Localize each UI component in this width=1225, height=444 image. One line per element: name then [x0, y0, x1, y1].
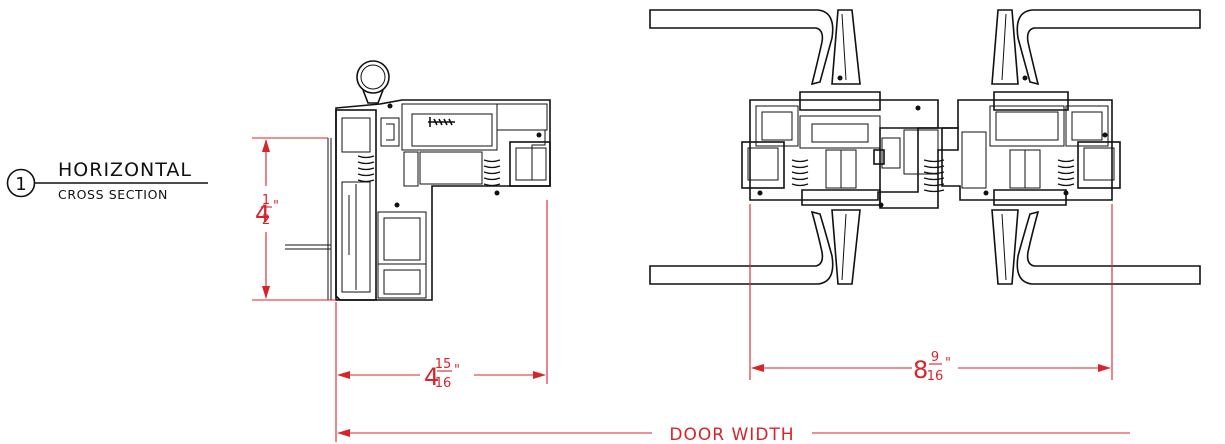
section-subtitle: CROSS SECTION: [58, 187, 168, 202]
depth-unit: ": [454, 363, 460, 378]
door-width-label: DOOR WIDTH: [669, 425, 794, 444]
section-number: 1: [15, 174, 26, 195]
section-title: HORIZONTAL: [58, 159, 192, 181]
height-unit: ": [273, 199, 279, 214]
depth-whole: 4: [424, 363, 439, 391]
lever-handle-bottom-left: [649, 209, 861, 285]
span-denominator: 16: [927, 369, 944, 384]
span-unit: ": [945, 356, 951, 371]
door-pair-meeting-stiles: [649, 9, 1201, 285]
depth-numerator: 15: [435, 357, 452, 372]
dimension-height: 4 1 2 ": [252, 137, 336, 301]
section-label: 1 HORIZONTAL CROSS SECTION: [6, 159, 208, 202]
dimension-door-width: DOOR WIDTH: [335, 384, 1130, 444]
lever-handle-bottom-right: [991, 209, 1201, 285]
lever-handle-top-right: [991, 9, 1201, 86]
dimension-span: 8 9 16 ": [749, 204, 1113, 384]
height-denominator: 2: [262, 213, 270, 228]
dimension-depth: 4 15 16 ": [335, 200, 548, 391]
jamb-frame-profile: [285, 60, 551, 301]
span-numerator: 9: [931, 350, 939, 365]
span-whole: 8: [913, 356, 928, 384]
hanger-ring: [356, 60, 390, 94]
height-numerator: 1: [262, 193, 270, 208]
lever-handle-top-left: [649, 9, 861, 86]
depth-denominator: 16: [435, 376, 452, 391]
hanger-ring-inner: [360, 64, 386, 90]
